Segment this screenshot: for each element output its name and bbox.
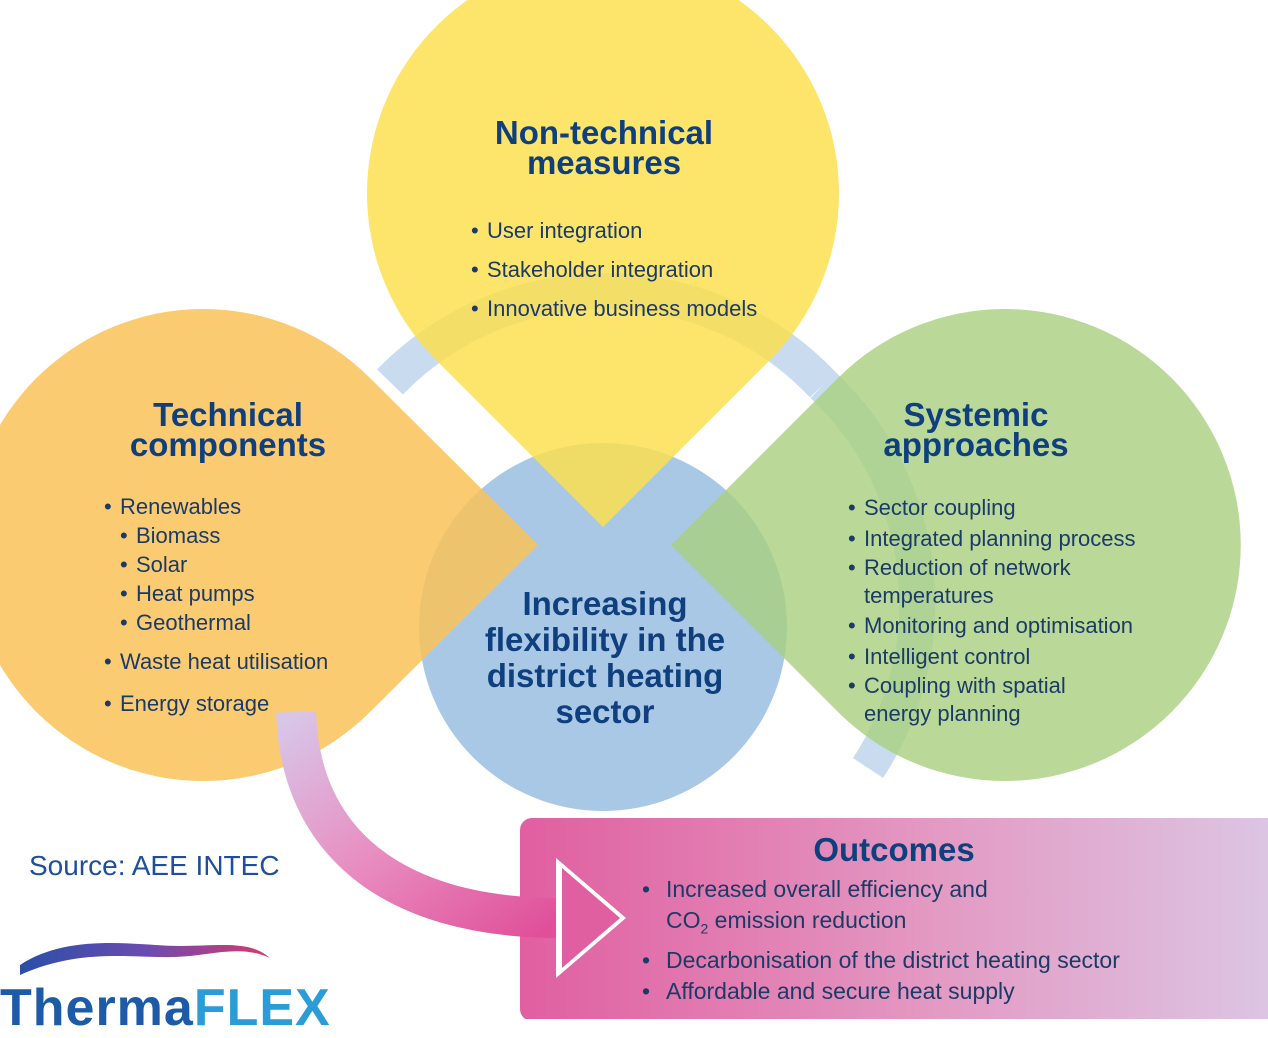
source-label: Source: AEE INTEC — [29, 850, 280, 881]
outcomes-title: Outcomes — [813, 831, 975, 868]
list-item: Energy storage — [104, 689, 328, 718]
list-item: Waste heat utilisation — [104, 647, 328, 676]
center-line: sector — [555, 693, 655, 730]
list-item: Increased overall efficiency and CO2 emi… — [640, 874, 1120, 945]
list-item: Renewables — [104, 492, 328, 521]
right-circle-title: Systemic approaches — [846, 396, 1106, 463]
list-item: Innovative business models — [471, 289, 757, 328]
top-title-line1: Non-technical — [494, 114, 714, 151]
list-item: Biomass — [120, 521, 328, 550]
left-circle-list: Renewables Biomass Solar Heat pumps Geot… — [104, 492, 328, 718]
list-item: Affordable and secure heat supply — [640, 976, 1120, 1007]
list-item: Intelligent control — [848, 641, 1136, 672]
list-item: Integrated planning process — [848, 523, 1136, 554]
list-item-continuation: energy planning — [864, 701, 1021, 726]
right-title-line1: Systemic — [903, 396, 1049, 433]
center-title: Increasing flexibility in the district h… — [440, 586, 770, 730]
curved-arrow-body — [276, 711, 561, 938]
logo-text-part2: FLEX — [193, 979, 331, 1037]
outcomes-list: Increased overall efficiency and CO2 emi… — [640, 874, 1120, 1007]
right-title-line2: approaches — [883, 426, 1069, 463]
list-item: Sector coupling — [848, 492, 1136, 523]
left-title-line2: components — [129, 426, 327, 463]
outcome-1-subscript: 2 — [700, 920, 709, 937]
logo-text-part1: Therma — [0, 979, 194, 1037]
list-item: Geothermal — [120, 608, 328, 637]
outcome-1-co: CO — [666, 907, 701, 933]
list-item: Solar — [120, 550, 328, 579]
right-circle-list: Sector coupling Integrated planning proc… — [848, 492, 1136, 728]
center-line: Increasing — [522, 585, 688, 622]
list-item: Stakeholder integration — [471, 250, 757, 289]
thermaflex-logo: ThermaFLEX — [0, 978, 331, 1038]
top-title-line2: measures — [526, 144, 682, 181]
list-item: Heat pumps — [120, 579, 328, 608]
left-circle-title: Technical components — [98, 396, 358, 463]
top-circle-list: User integration Stakeholder integration… — [471, 211, 757, 328]
list-item-continuation: temperatures — [864, 583, 994, 608]
center-line: flexibility in the — [484, 621, 726, 658]
list-item: Decarbonisation of the district heating … — [640, 945, 1120, 976]
top-circle-title: Non-technical measures — [404, 114, 804, 181]
outcome-1-line2: emission reduction — [708, 907, 907, 933]
arrow-head-fill — [562, 868, 620, 968]
list-item: Reduction of network — [848, 554, 1136, 582]
outcome-1-line1: Increased overall efficiency and — [666, 876, 988, 902]
list-item: Monitoring and optimisation — [848, 610, 1136, 641]
list-item: User integration — [471, 211, 757, 250]
left-title-line1: Technical — [153, 396, 303, 433]
list-item: Coupling with spatial — [848, 672, 1136, 700]
center-line: district heating — [486, 657, 724, 694]
logo-swoosh — [20, 943, 270, 975]
